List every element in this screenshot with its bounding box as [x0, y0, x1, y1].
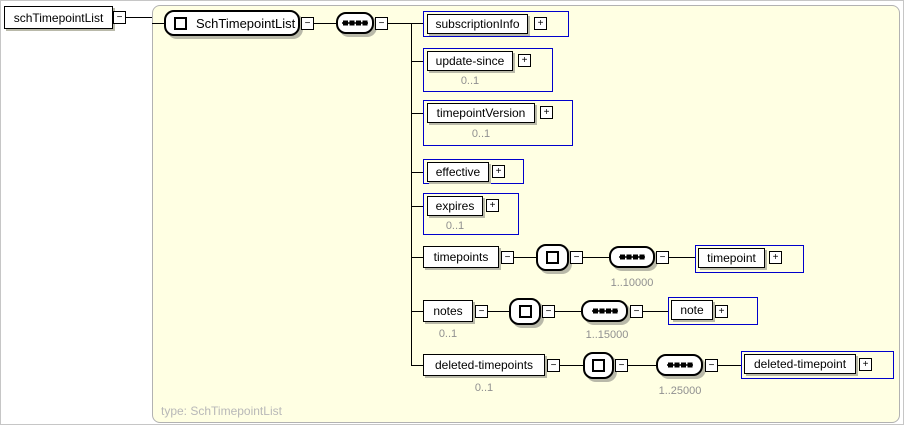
complex-type-label: SchTimepointList	[196, 15, 296, 31]
collapse-icon[interactable]: −	[615, 359, 628, 372]
element-content-icon	[592, 359, 605, 372]
connector-line	[411, 172, 423, 173]
connector-line	[411, 311, 423, 312]
connector-line	[152, 23, 164, 24]
connector-line	[560, 365, 583, 366]
expand-icon[interactable]: +	[769, 251, 782, 264]
element-content-shape[interactable]	[536, 244, 569, 271]
element-content-shape[interactable]	[509, 298, 541, 325]
expand-icon[interactable]: +	[859, 358, 872, 371]
element-frame	[741, 351, 894, 379]
sequence-icon	[666, 362, 693, 368]
element-timepoints[interactable]: timepoints	[423, 246, 499, 268]
collapse-icon[interactable]: −	[475, 305, 488, 318]
occurrence-label: 0..1	[474, 382, 494, 394]
sequence-shape[interactable]	[609, 246, 655, 268]
expand-icon[interactable]: +	[534, 17, 547, 30]
root-element-box[interactable]: schTimepointList	[4, 6, 113, 29]
expand-icon[interactable]: +	[486, 199, 499, 212]
element-frame	[668, 297, 758, 325]
element-frame	[423, 48, 553, 92]
element-subscription-info[interactable]: subscriptionInfo	[427, 14, 528, 34]
collapse-icon[interactable]: −	[375, 17, 388, 30]
collapse-icon[interactable]: −	[656, 251, 669, 264]
connector-line	[411, 365, 423, 366]
type-caption: type: SchTimepointList	[161, 404, 282, 418]
element-frame	[423, 100, 573, 146]
element-content-icon	[518, 305, 532, 318]
sequence-shape[interactable]	[581, 300, 628, 322]
connector-line	[488, 311, 509, 312]
connector-line	[669, 257, 695, 258]
occurrence-label: 1..15000	[585, 329, 629, 341]
element-timepoint-version[interactable]: timepointVersion	[427, 103, 535, 123]
connector-trunk	[411, 23, 412, 365]
sequence-shape[interactable]	[336, 12, 374, 34]
element-frame	[695, 245, 804, 273]
connector-line	[314, 23, 336, 24]
connector-line	[718, 365, 741, 366]
occurrence-label: 0..1	[471, 128, 491, 140]
collapse-icon[interactable]: −	[501, 251, 514, 264]
occurrence-label: 0..1	[460, 75, 480, 87]
connector-line	[555, 311, 581, 312]
complex-type-shape[interactable]: SchTimepointList	[164, 10, 300, 36]
element-timepoint[interactable]: timepoint	[698, 248, 765, 268]
occurrence-label: 0..1	[438, 328, 458, 340]
element-expires[interactable]: expires	[427, 196, 483, 216]
element-deleted-timepoints[interactable]: deleted-timepoints	[423, 354, 545, 376]
connector-line	[125, 17, 152, 18]
element-update-since[interactable]: update-since	[427, 51, 513, 71]
connector-line	[583, 257, 609, 258]
connector-line	[411, 206, 423, 207]
connector-line	[411, 113, 423, 114]
connector-line	[411, 257, 423, 258]
complex-type-icon	[174, 16, 187, 30]
collapse-icon[interactable]: −	[301, 17, 314, 30]
root-element-label: schTimepointList	[13, 10, 104, 25]
element-deleted-timepoint[interactable]: deleted-timepoint	[744, 354, 856, 374]
element-frame	[423, 159, 524, 184]
occurrence-label: 1..10000	[610, 277, 654, 289]
collapse-icon[interactable]: −	[570, 251, 583, 264]
sequence-icon	[619, 254, 645, 260]
expand-icon[interactable]: +	[715, 305, 728, 318]
collapse-icon[interactable]: −	[547, 359, 560, 372]
expand-icon[interactable]: +	[492, 165, 505, 178]
element-effective[interactable]: effective	[427, 162, 489, 182]
collapse-icon[interactable]: −	[630, 305, 643, 318]
element-content-icon	[546, 251, 559, 264]
element-frame	[423, 193, 519, 235]
occurrence-label: 0..1	[445, 220, 465, 232]
connector-line	[514, 257, 536, 258]
connector-line	[643, 311, 668, 312]
collapse-icon[interactable]: −	[705, 359, 718, 372]
type-container	[152, 5, 900, 423]
sequence-icon	[591, 308, 618, 314]
element-notes[interactable]: notes	[423, 300, 473, 322]
collapse-icon[interactable]: −	[542, 305, 555, 318]
occurrence-label: 1..25000	[658, 385, 702, 397]
connector-line	[411, 61, 423, 62]
expand-icon[interactable]: +	[518, 54, 531, 67]
element-content-shape[interactable]	[583, 352, 614, 379]
connector-line	[388, 23, 423, 24]
element-frame	[423, 11, 569, 37]
element-note[interactable]: note	[671, 300, 713, 320]
sequence-shape[interactable]	[656, 354, 703, 376]
sequence-icon	[342, 20, 368, 26]
expand-icon[interactable]: +	[540, 106, 553, 119]
connector-line	[628, 365, 656, 366]
